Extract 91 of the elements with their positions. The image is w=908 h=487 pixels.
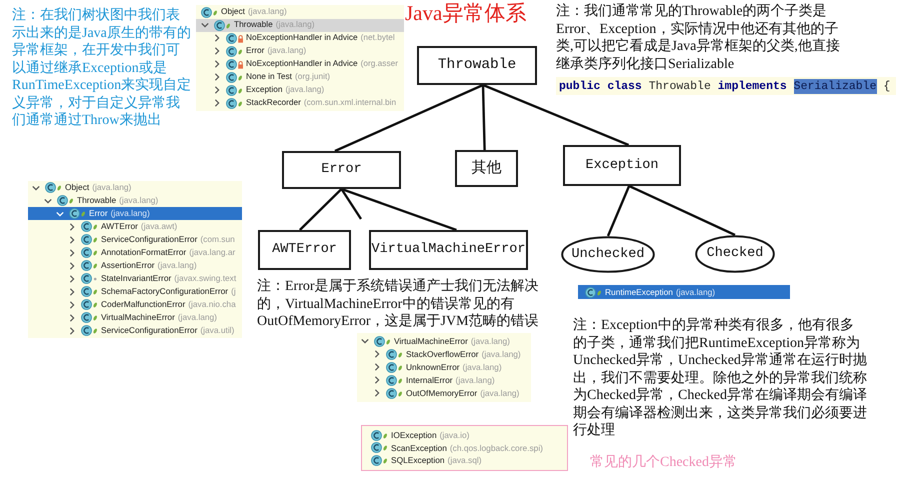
- class-name: ScanException: [391, 442, 447, 453]
- node-label: Unchecked: [572, 246, 644, 262]
- class-name: AssertionError: [101, 260, 155, 271]
- package-name: (com.sun.xml.internal.bin: [304, 98, 396, 108]
- class-name: OutOfMemoryError: [406, 388, 478, 398]
- class-name: AnnotationFormatError: [101, 247, 186, 258]
- class-name: ServiceConfigurationError: [101, 325, 198, 336]
- connector-line: [340, 188, 362, 220]
- package-name: (java.lang): [92, 182, 132, 193]
- package-name: (java.lang): [482, 348, 521, 360]
- class-name: InternalError: [406, 374, 453, 386]
- class-name: NoExceptionHandler in Advice: [246, 33, 358, 43]
- package-name: (org.junit): [294, 72, 330, 82]
- package-name: (java.nio.cha: [188, 299, 236, 310]
- package-name: (java.lang): [285, 85, 324, 95]
- node-label: 其他: [472, 160, 502, 178]
- node-label: Exception: [586, 158, 658, 174]
- category-ellipse: [695, 235, 775, 273]
- category-ellipse: [561, 236, 655, 273]
- class-name: None in Test: [246, 72, 292, 82]
- class-name: SchemaFactoryConfigurationError: [101, 286, 228, 297]
- package-name: (com.sun: [200, 234, 235, 245]
- diagram-title: Java异常体系: [405, 1, 526, 25]
- class-box: [258, 230, 351, 270]
- package-name: (net.bytel: [360, 33, 395, 43]
- note-text: 注：我们通常常见的Throwable的两个子类是Error、Exception，实际情况中他还有其他的子类,可以把它看成是Java异常框架的父类,他直接继承类序列化接口Serializable: [556, 3, 841, 73]
- class-name: Throwable: [234, 20, 273, 30]
- class-box: [455, 150, 518, 187]
- class-name: AWTError: [101, 221, 138, 232]
- package-name: (java.lang): [276, 20, 314, 30]
- node-label: AWTError: [272, 242, 337, 258]
- package-name: (java.lang): [248, 7, 287, 17]
- code-text: public class Throwable implements: [559, 78, 787, 94]
- connector-line: [482, 84, 630, 146]
- package-name: (java.util): [200, 325, 234, 336]
- class-name: SQLException: [391, 455, 445, 466]
- class-name: VirtualMachineError: [101, 312, 175, 323]
- class-name: VirtualMachineError: [394, 336, 468, 346]
- class-name: Object: [65, 182, 90, 193]
- package-name: (java.io): [440, 430, 470, 440]
- class-box: [282, 151, 401, 189]
- package-name: (java.awt): [140, 221, 178, 232]
- class-name: StateInvariantError: [101, 273, 172, 284]
- panel-caption: 常见的几个Checked异常: [590, 454, 738, 472]
- connector-line: [299, 188, 342, 231]
- connector-line: [334, 84, 484, 152]
- package-name: (java.lang): [456, 374, 495, 386]
- node-label: VirtualMachineError: [372, 242, 526, 258]
- connector-line: [628, 184, 736, 236]
- class-name: StackOverflowError: [406, 348, 479, 360]
- package-name: (java.lang): [462, 362, 502, 372]
- connector-line: [341, 188, 457, 232]
- package-name: (java.lang.ar: [189, 247, 236, 258]
- package-name: (java.lang): [178, 312, 217, 323]
- note-text: 注：Exception中的异常种类有很多，他有很多的子类，通常我们把RuntimeException异常称为Unchecked异常，Unchecked异常通常在运行时抛出，我们不需要处理。除他之外的异常我们统称为Checked异常，Checked异常在编译期会有编译期会有编译器检测出来，这类异常我们必须要进行处理: [573, 317, 867, 440]
- node-label: Throwable: [438, 57, 516, 74]
- class-name: ServiceConfigurationError: [101, 234, 198, 245]
- note-text: 注：Error是属于系统错误通产士我们无法解决的，VirtualMachineError中的错误常见的有OutOfMemoryError，这是属于JVM范畴的错误: [257, 278, 539, 330]
- package-name: (java.lang): [676, 286, 716, 298]
- code-text: {: [883, 78, 890, 94]
- class-name: CoderMalfunctionError: [101, 299, 186, 310]
- connector-line: [606, 186, 630, 236]
- package-name: (java.lang): [119, 195, 158, 206]
- package-name: (java.lang): [110, 208, 150, 219]
- class-box: [369, 230, 528, 270]
- class-box: [417, 46, 537, 85]
- class-name: Object: [221, 7, 245, 17]
- package-name: (java.lang): [158, 260, 197, 271]
- connector-line: [482, 84, 486, 150]
- class-name: UnknownError: [406, 362, 460, 372]
- class-name: IOException: [391, 430, 437, 440]
- class-name: RuntimeException: [605, 286, 673, 298]
- package-name: (java.lang): [470, 336, 510, 346]
- class-name: NoExceptionHandler in Advice: [246, 59, 358, 69]
- package-name: (org.asser: [360, 59, 398, 69]
- class-name: Throwable: [77, 195, 116, 206]
- class-name: Error: [89, 208, 108, 219]
- class-name: Error: [246, 46, 264, 56]
- note-text: 注：在我们树状图中我们表示出来的是Java原生的带有的异常框架，在开发中我们可以通过继承Exception或是RunTimeException来实现自定义异常，对于自定义异常我们通常通过Throw来抛出: [12, 7, 192, 130]
- selected-code-text: Serializable: [794, 78, 876, 94]
- class-box: [563, 145, 681, 186]
- package-name: (javax.swing.text: [174, 273, 236, 284]
- package-name: (java.sql): [448, 455, 482, 466]
- package-name: (java.lang): [267, 46, 306, 56]
- class-name: StackRecorder: [246, 98, 301, 108]
- package-name: (java.lang): [480, 388, 520, 398]
- node-label: Error: [321, 162, 362, 178]
- node-label: Checked: [706, 246, 764, 262]
- package-name: (ch.qos.logback.core.spi): [450, 442, 543, 453]
- package-name: (j: [231, 286, 236, 297]
- class-name: Exception: [246, 85, 282, 95]
